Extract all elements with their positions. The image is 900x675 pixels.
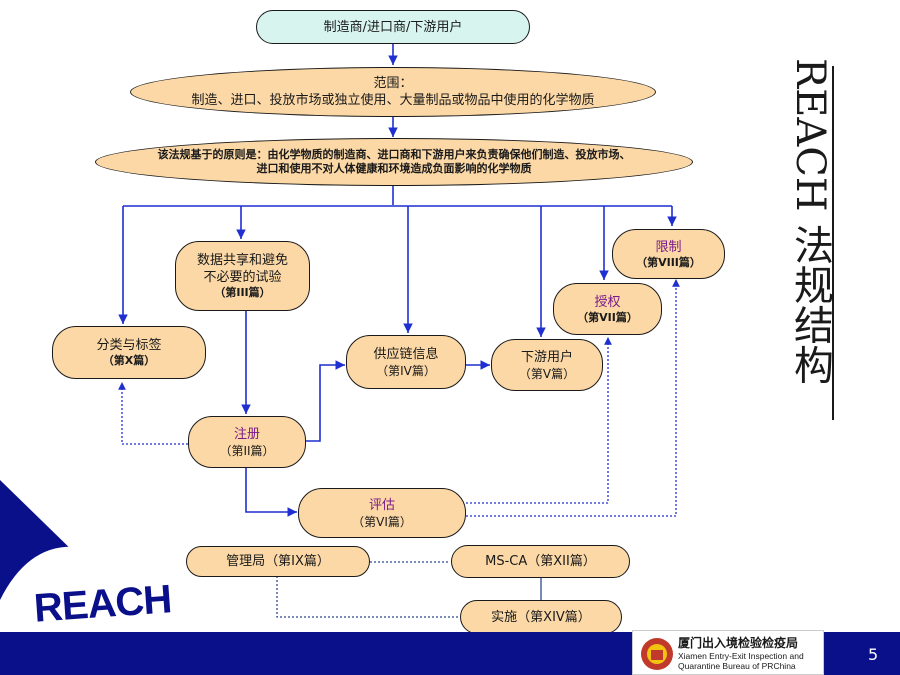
enforcement-node: 实施（第XIV篇） [460, 600, 622, 634]
data-sharing-node: 数据共享和避免 不必要的试验 （第III篇） [175, 241, 310, 311]
classification-title: （第X篇） [102, 354, 156, 367]
scope-box: 范围： 制造、进口、投放市场或独立使用、大量制品或物品中使用的化学物质 [130, 67, 656, 117]
data-sharing-line2: 不必要的试验 [203, 270, 282, 285]
slide-title: REACH 法规结构 [787, 58, 833, 385]
supply-chain-title: （第IV篇） [376, 363, 436, 378]
agency-node: 管理局（第IX篇） [186, 546, 370, 577]
registration-node: 注册 （第II篇） [188, 416, 306, 468]
principle-box: 该法规基于的原则是：由化学物质的制造商、进口商和下游用户来负责确保他们制造、投放… [95, 138, 693, 186]
emblem-icon [641, 638, 673, 670]
title-rule [832, 66, 834, 420]
supply-chain-node: 供应链信息 （第IV篇） [346, 335, 466, 389]
registration-label: 注册 [233, 426, 260, 442]
authorisation-title: （第VII篇） [577, 310, 638, 324]
principle-line1: 该法规基于的原则是：由化学物质的制造商、进口商和下游用户来负责确保他们制造、投放… [157, 148, 631, 161]
agency-label: 管理局（第IX篇） [226, 554, 330, 569]
authorisation-node: 授权 （第VII篇） [553, 283, 662, 335]
scope-title: 范围： [373, 76, 413, 91]
bureau-name-en-line2: Quarantine Bureau of PRChina [678, 661, 796, 671]
data-sharing-title: （第III篇） [214, 286, 271, 299]
page-number: 5 [868, 645, 879, 664]
restriction-title: （第VIII篇） [636, 255, 701, 269]
principle-line2: 进口和使用不对人体健康和环境造成负面影响的化学物质 [256, 162, 532, 175]
downstream-title: （第V篇） [518, 366, 576, 381]
classification-label: 分类与标签 [96, 338, 162, 353]
downstream-node: 下游用户 （第V篇） [491, 339, 603, 391]
authorisation-label: 授权 [594, 294, 621, 310]
data-sharing-line1: 数据共享和避免 [196, 253, 288, 268]
bureau-seal-box [632, 630, 824, 675]
bureau-name-en: Xiamen Entry-Exit Inspection and Quarant… [678, 651, 804, 671]
restriction-label: 限制 [655, 239, 682, 255]
evaluation-title: （第VI篇） [352, 514, 412, 529]
top-actors-box: 制造商/进口商/下游用户 [256, 10, 530, 44]
downstream-label: 下游用户 [520, 349, 573, 365]
top-actors-label: 制造商/进口商/下游用户 [323, 19, 463, 35]
restriction-node: 限制 （第VIII篇） [612, 229, 725, 279]
bureau-name-cn: 厦门出入境检验检疫局 [678, 636, 799, 650]
msca-node: MS-CA（第XII篇） [451, 545, 630, 578]
supply-chain-label: 供应链信息 [373, 346, 439, 362]
reach-logo: REACH [32, 577, 173, 631]
registration-title: （第II篇） [219, 443, 275, 458]
evaluation-node: 评估 （第VI篇） [298, 488, 466, 538]
bureau-name-en-line1: Xiamen Entry-Exit Inspection and [678, 651, 804, 661]
classification-node: 分类与标签 （第X篇） [52, 326, 206, 379]
evaluation-label: 评估 [368, 497, 395, 513]
msca-label: MS-CA（第XII篇） [485, 554, 596, 569]
enforcement-label: 实施（第XIV篇） [491, 609, 591, 625]
scope-text: 制造、进口、投放市场或独立使用、大量制品或物品中使用的化学物质 [191, 93, 595, 108]
